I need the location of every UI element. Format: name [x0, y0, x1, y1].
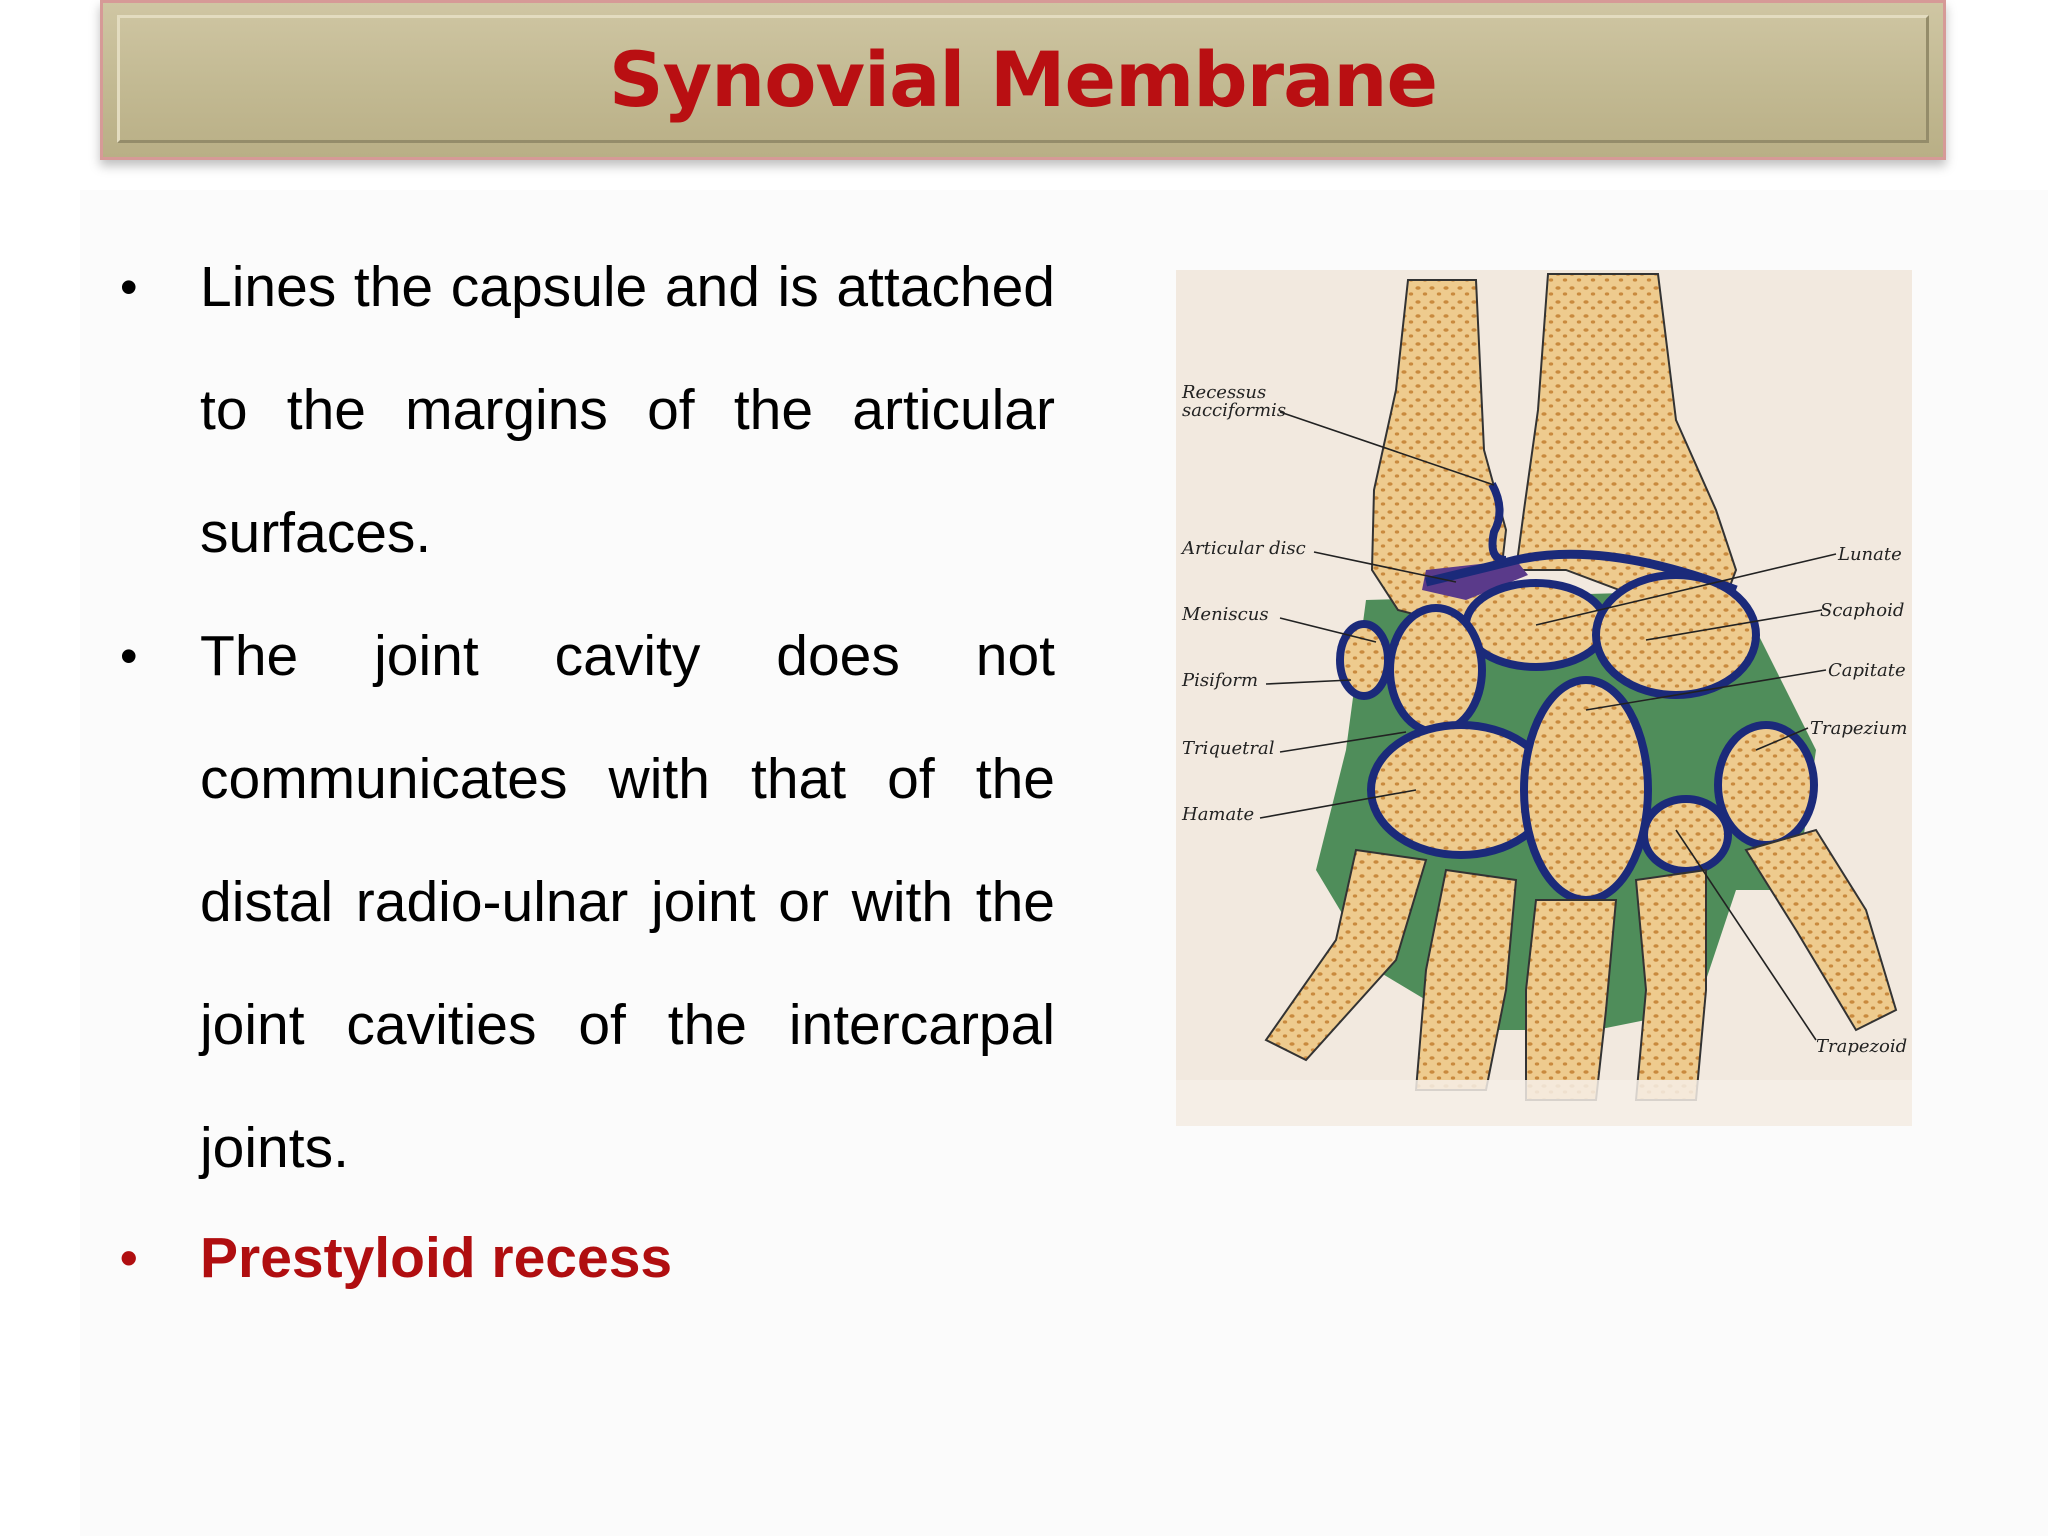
leader-trapezium — [1755, 727, 1809, 751]
bullet-item: • The joint cavity does not communicates… — [110, 595, 1055, 1210]
wrist-joint-diagram: Recessus sacciformis Articular disc Meni… — [1176, 273, 1912, 1126]
label-articular-disc: Articular disc — [1180, 538, 1306, 559]
bullet-item-highlight: • Prestyloid recess — [110, 1210, 1055, 1306]
articular-disc — [1422, 560, 1528, 600]
wrist-joint-illustration: Recessus sacciformis Articular disc Meni… — [1176, 270, 1912, 1126]
metacarpal-5 — [1264, 848, 1428, 1062]
label-lunate: Lunate — [1837, 544, 1902, 565]
leader-capitate — [1585, 669, 1827, 711]
capitate-bone — [1520, 676, 1652, 904]
bullet-dot-icon: • — [120, 259, 138, 315]
leader-trapezoid — [1675, 829, 1817, 1041]
radius-bone — [1514, 273, 1738, 620]
leader-triquetral — [1279, 731, 1407, 753]
leader-lunate — [1535, 553, 1837, 626]
metacarpal-2 — [1634, 868, 1707, 1101]
slide-title: Synovial Membrane — [608, 34, 1438, 124]
label-scaphoid: Scaphoid — [1820, 600, 1904, 621]
bullet-text: The joint cavity does not communicates w… — [200, 624, 1055, 1180]
bullet-text: Prestyloid recess — [200, 1226, 673, 1290]
metacarpal-3 — [1525, 899, 1618, 1101]
label-recessus-2: sacciformis — [1182, 400, 1286, 421]
trapezium-bone — [1714, 721, 1818, 849]
caption-strip — [1176, 1080, 1912, 1126]
triquetral-bone — [1386, 604, 1486, 736]
bullet-text: Lines the capsule and is attached to the… — [200, 255, 1055, 565]
trapezoid-bone — [1640, 795, 1732, 875]
leader-hamate — [1259, 789, 1417, 819]
leader-pisiform — [1265, 679, 1352, 685]
bullet-dot-icon: • — [120, 1230, 138, 1286]
label-trapezium: Trapezium — [1810, 718, 1907, 739]
label-pisiform: Pisiform — [1181, 670, 1258, 691]
label-meniscus: Meniscus — [1181, 604, 1269, 625]
leader-meniscus — [1279, 617, 1377, 643]
bullet-list: • Lines the capsule and is attached to t… — [110, 226, 1055, 1306]
label-trapezoid: Trapezoid — [1816, 1036, 1907, 1057]
title-banner-inner: Synovial Membrane — [117, 15, 1929, 143]
leader-recessus — [1279, 411, 1495, 486]
bullet-item: • Lines the capsule and is attached to t… — [110, 226, 1055, 595]
label-triquetral: Triquetral — [1182, 738, 1275, 759]
leader-scaphoid — [1645, 609, 1823, 641]
recess-line — [1488, 482, 1507, 564]
title-banner: Synovial Membrane — [100, 0, 1946, 160]
label-recessus-1: Recessus — [1181, 382, 1266, 403]
metacarpal-1 — [1744, 828, 1898, 1032]
bullet-dot-icon: • — [120, 628, 138, 684]
label-capitate: Capitate — [1828, 660, 1906, 681]
leader-articular-disc — [1313, 551, 1457, 583]
label-hamate: Hamate — [1181, 804, 1254, 825]
synovial-line — [1424, 549, 1738, 595]
